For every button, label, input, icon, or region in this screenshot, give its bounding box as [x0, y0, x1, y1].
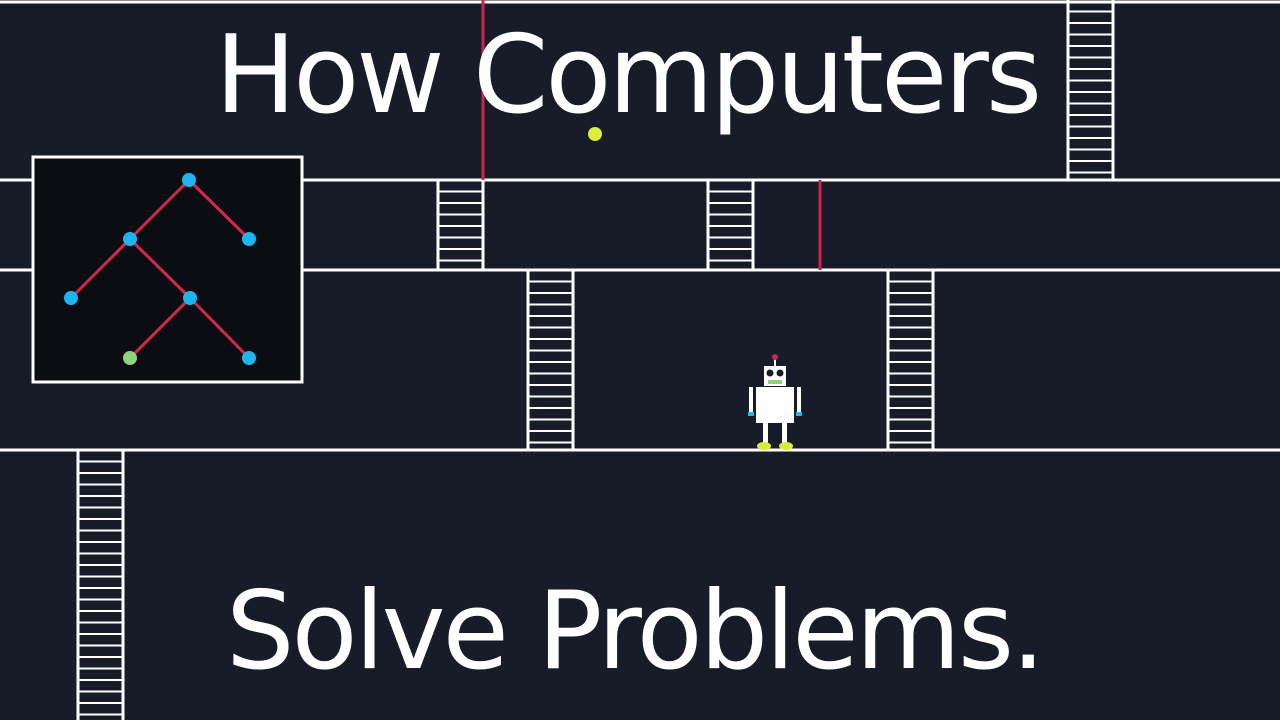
robot-antenna-tip — [772, 354, 778, 360]
robot-eye — [766, 369, 774, 377]
robot-foot — [779, 442, 793, 450]
tree-edge — [128, 237, 192, 300]
barriers — [481, 0, 822, 270]
coin-icon — [588, 127, 602, 141]
robot-arm — [797, 387, 801, 415]
tree-panel-frame — [31, 155, 304, 384]
tree-diagram-panel — [31, 155, 304, 384]
tree-node — [64, 291, 78, 305]
tree-node — [182, 173, 196, 187]
robot-mouth — [768, 380, 782, 384]
tree-edge — [187, 178, 251, 241]
robot-icon — [748, 354, 802, 450]
title-line-1: How Computers — [215, 13, 1042, 138]
ladder — [436, 180, 485, 270]
title-line-2: Solve Problems. — [226, 569, 1045, 694]
tree-node — [242, 351, 256, 365]
robot-eye — [776, 369, 784, 377]
ladder — [526, 270, 575, 450]
tree-nodes — [64, 173, 256, 365]
tree-edges — [69, 178, 251, 360]
robot-body — [756, 387, 794, 423]
robot-arm — [749, 387, 753, 415]
ladders — [76, 0, 1115, 720]
tree-edge — [128, 178, 191, 241]
tree-node-target — [123, 351, 137, 365]
robot-hand — [796, 412, 802, 416]
tree-edge — [188, 296, 251, 360]
robot-leg — [782, 423, 787, 443]
tree-node — [242, 232, 256, 246]
tree-edge — [69, 237, 132, 300]
tree-node — [123, 232, 137, 246]
ladder — [76, 450, 125, 720]
ladder — [706, 180, 755, 270]
ladder — [1066, 0, 1115, 180]
robot-foot — [757, 442, 771, 450]
robot-leg — [763, 423, 768, 443]
tree-edge — [128, 296, 192, 360]
robot-hand — [748, 412, 754, 416]
tree-node — [183, 291, 197, 305]
ladder — [886, 270, 935, 450]
